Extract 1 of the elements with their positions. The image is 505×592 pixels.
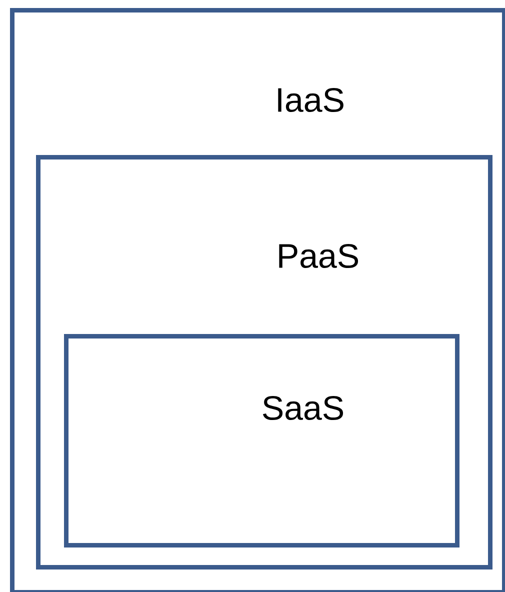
layer-box: SaaS (64, 334, 460, 548)
